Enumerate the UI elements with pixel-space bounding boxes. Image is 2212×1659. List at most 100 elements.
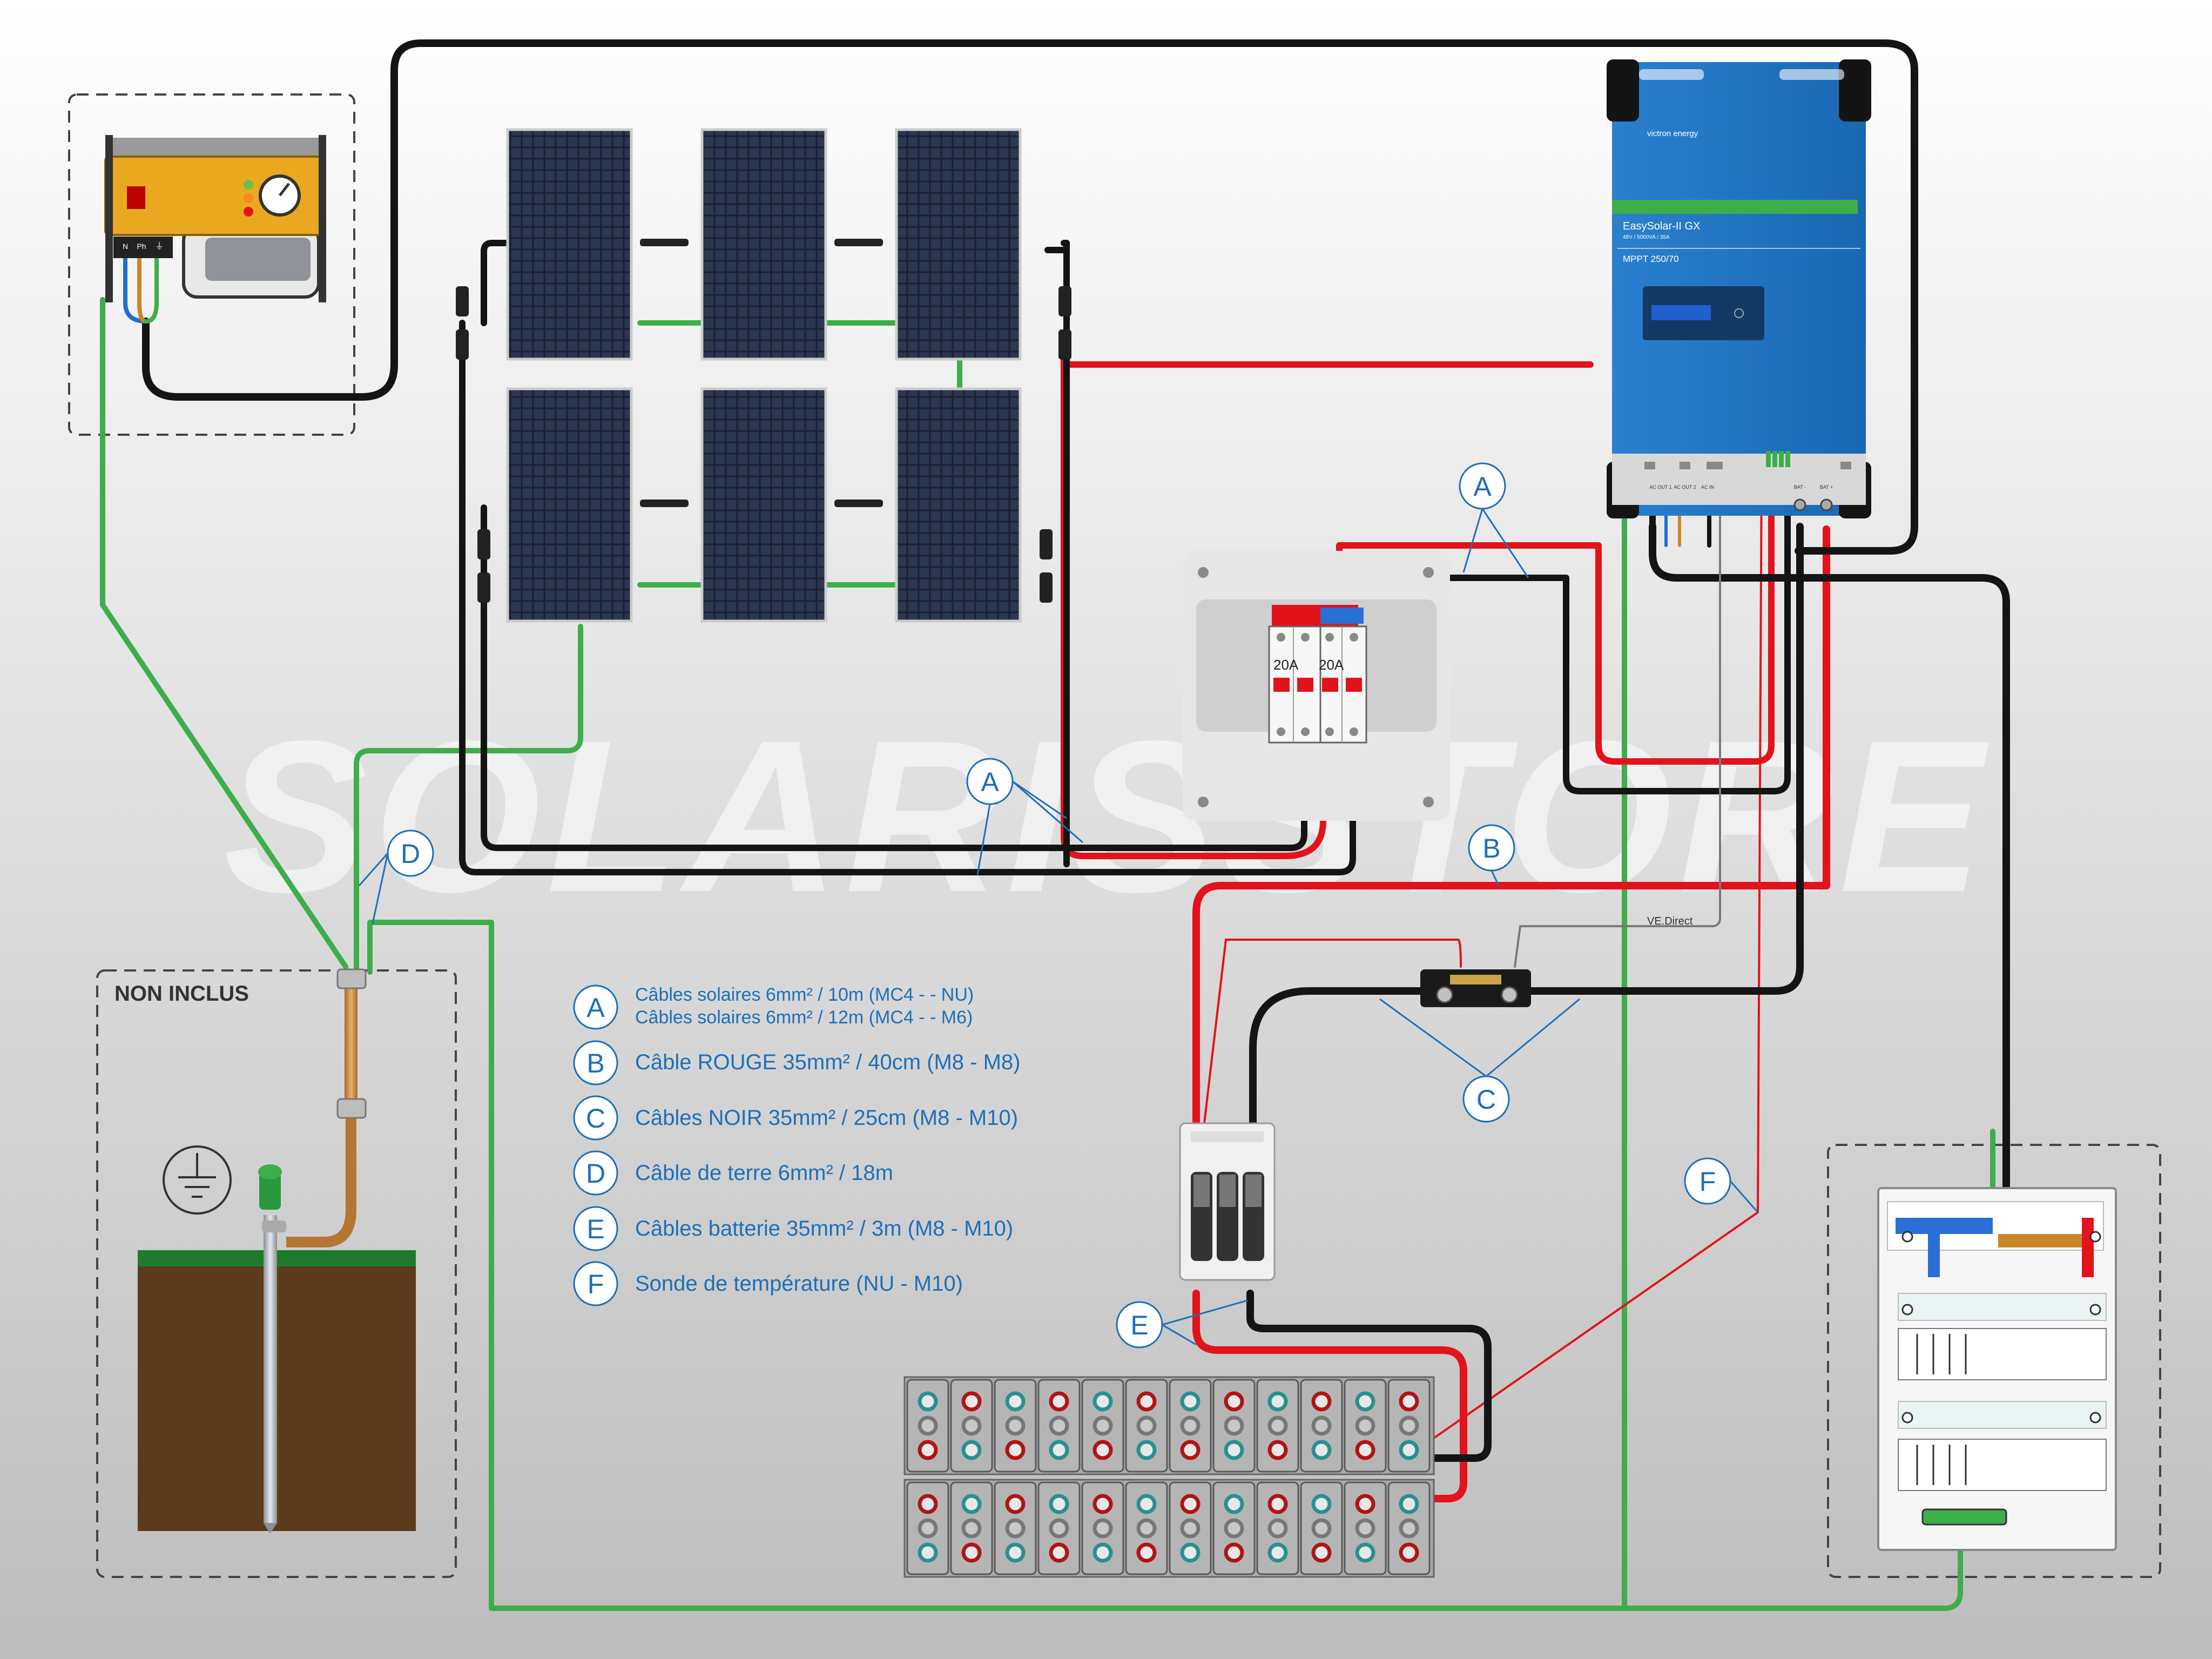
battery-terminal: [961, 1494, 982, 1514]
mc4-connector: [456, 329, 469, 360]
battery-terminal: [1355, 1494, 1375, 1514]
solar-panel: [895, 387, 1022, 623]
battery-terminal: [961, 1518, 982, 1539]
battery-terminal: [1180, 1494, 1201, 1514]
battery-terminal: [1136, 1518, 1157, 1539]
battery-terminal: [1355, 1440, 1375, 1460]
battery-terminal: [1136, 1542, 1157, 1563]
non-inclus-label: NON INCLUS: [114, 982, 249, 1006]
breaker-lever[interactable]: [1273, 678, 1290, 692]
mc4-connector: [640, 500, 689, 507]
battery-terminal: [1005, 1494, 1026, 1514]
battery-terminal: [1311, 1542, 1332, 1563]
callout-d-letter: D: [401, 839, 420, 869]
battery-terminal: [1355, 1518, 1375, 1539]
battery-terminal: [1224, 1415, 1244, 1436]
mc4-connector: [834, 239, 883, 246]
battery-terminal: [1267, 1518, 1288, 1539]
battery-terminal: [1224, 1518, 1244, 1539]
battery-terminal: [918, 1415, 938, 1436]
battery-terminal: [1355, 1391, 1375, 1412]
callouts: [358, 462, 1759, 1348]
solar-panel: [506, 128, 633, 361]
battery-terminal: [918, 1494, 938, 1514]
legend-letter: C: [586, 1103, 605, 1134]
battery-terminal: [1005, 1542, 1026, 1563]
legend-letter: D: [586, 1158, 605, 1189]
battery-terminal: [1224, 1391, 1244, 1412]
battery-terminal: [1180, 1440, 1201, 1460]
mc4-connector: [640, 239, 689, 246]
battery-terminal: [1136, 1391, 1157, 1412]
callout-a-left-letter: A: [981, 767, 999, 797]
legend-letter: A: [586, 993, 605, 1023]
legend-text: Câbles solaires 6mm² / 12m (MC4 - - M6): [635, 1007, 973, 1028]
mc4-connector: [477, 572, 490, 603]
battery-terminal: [1136, 1440, 1157, 1460]
generator: N Ph ⏚: [104, 135, 326, 302]
mc4-connector: [834, 500, 883, 507]
battery-terminal: [1399, 1518, 1419, 1539]
mc4-connector: [456, 286, 469, 316]
solar-panel: [895, 128, 1022, 361]
breaker-lever[interactable]: [1322, 678, 1338, 692]
battery-terminal: [1049, 1415, 1069, 1436]
callout-c-letter: C: [1476, 1084, 1496, 1115]
inverter: victron energy EasySolar-II GX 48V / 500…: [1607, 59, 1871, 518]
battery-terminal: [1267, 1494, 1288, 1514]
legend-letter: F: [588, 1269, 604, 1299]
battery-terminal: [1311, 1518, 1332, 1539]
inverter-port-acout2: AC OUT 2: [1674, 484, 1696, 490]
ground-icon: [163, 1145, 232, 1215]
battery-terminal: [1399, 1494, 1419, 1514]
battery-terminal: [1311, 1391, 1332, 1412]
mc4-connector: [1040, 529, 1053, 559]
battery-terminal: [1180, 1391, 1201, 1412]
battery-terminal: [1224, 1542, 1244, 1563]
mc4-connector: [477, 529, 490, 559]
battery-terminal: [918, 1518, 938, 1539]
inverter-button: [1734, 308, 1744, 318]
battery-shunt: [1420, 969, 1531, 1007]
battery-terminal: [1092, 1391, 1113, 1412]
battery-terminal: [1005, 1391, 1026, 1412]
solar-panel: [506, 387, 633, 623]
callout-e-letter: E: [1130, 1310, 1148, 1340]
battery-terminal: [1267, 1415, 1288, 1436]
battery-terminal: [1005, 1415, 1026, 1436]
inverter-model: EasySolar-II GX: [1623, 220, 1700, 232]
battery-terminal: [1092, 1415, 1113, 1436]
earth-rod: [138, 968, 416, 1534]
battery-terminal: [1136, 1494, 1157, 1514]
legend-text: Câbles solaires 6mm² / 10m (MC4 - - NU): [635, 984, 974, 1005]
battery-terminal: [1092, 1518, 1113, 1539]
callout-a-top-letter: A: [1473, 471, 1492, 502]
legend-item-b: B Câble ROUGE 35mm² / 40cm (M8 - M8): [573, 1040, 1020, 1085]
legend-letter: B: [586, 1048, 604, 1078]
battery-terminal: [1224, 1440, 1244, 1460]
battery-terminal: [1311, 1440, 1332, 1460]
battery-terminal: [961, 1440, 982, 1460]
battery-terminal: [1399, 1415, 1419, 1436]
legend-text: Câble de terre 6mm² / 18m: [635, 1161, 893, 1185]
battery-terminal: [1180, 1415, 1201, 1436]
battery-terminal: [1049, 1518, 1069, 1539]
breaker-lever[interactable]: [1346, 678, 1362, 692]
inverter-spec: 48V / 5000VA / 35A: [1623, 234, 1670, 240]
legend-item-c: C Câbles NOIR 35mm² / 25cm (M8 - M10): [573, 1095, 1018, 1141]
battery-terminal: [961, 1391, 982, 1412]
legend-item-f: F Sonde de température (NU - M10): [573, 1261, 963, 1306]
battery-terminal: [1399, 1391, 1419, 1412]
battery-terminal: [1092, 1440, 1113, 1460]
generator-terminal-n: N: [123, 242, 128, 251]
battery-terminal: [1092, 1494, 1113, 1514]
legend-item-e: E Câbles batterie 35mm² / 3m (M8 - M10): [573, 1206, 1013, 1251]
breaker-lever[interactable]: [1297, 678, 1313, 692]
mc4-connector: [1058, 329, 1071, 360]
battery-terminal: [1049, 1391, 1069, 1412]
battery-terminal: [1267, 1542, 1288, 1563]
battery-terminal: [918, 1391, 938, 1412]
battery-terminal: [1049, 1440, 1069, 1460]
legend-text: Sonde de température (NU - M10): [635, 1272, 963, 1296]
